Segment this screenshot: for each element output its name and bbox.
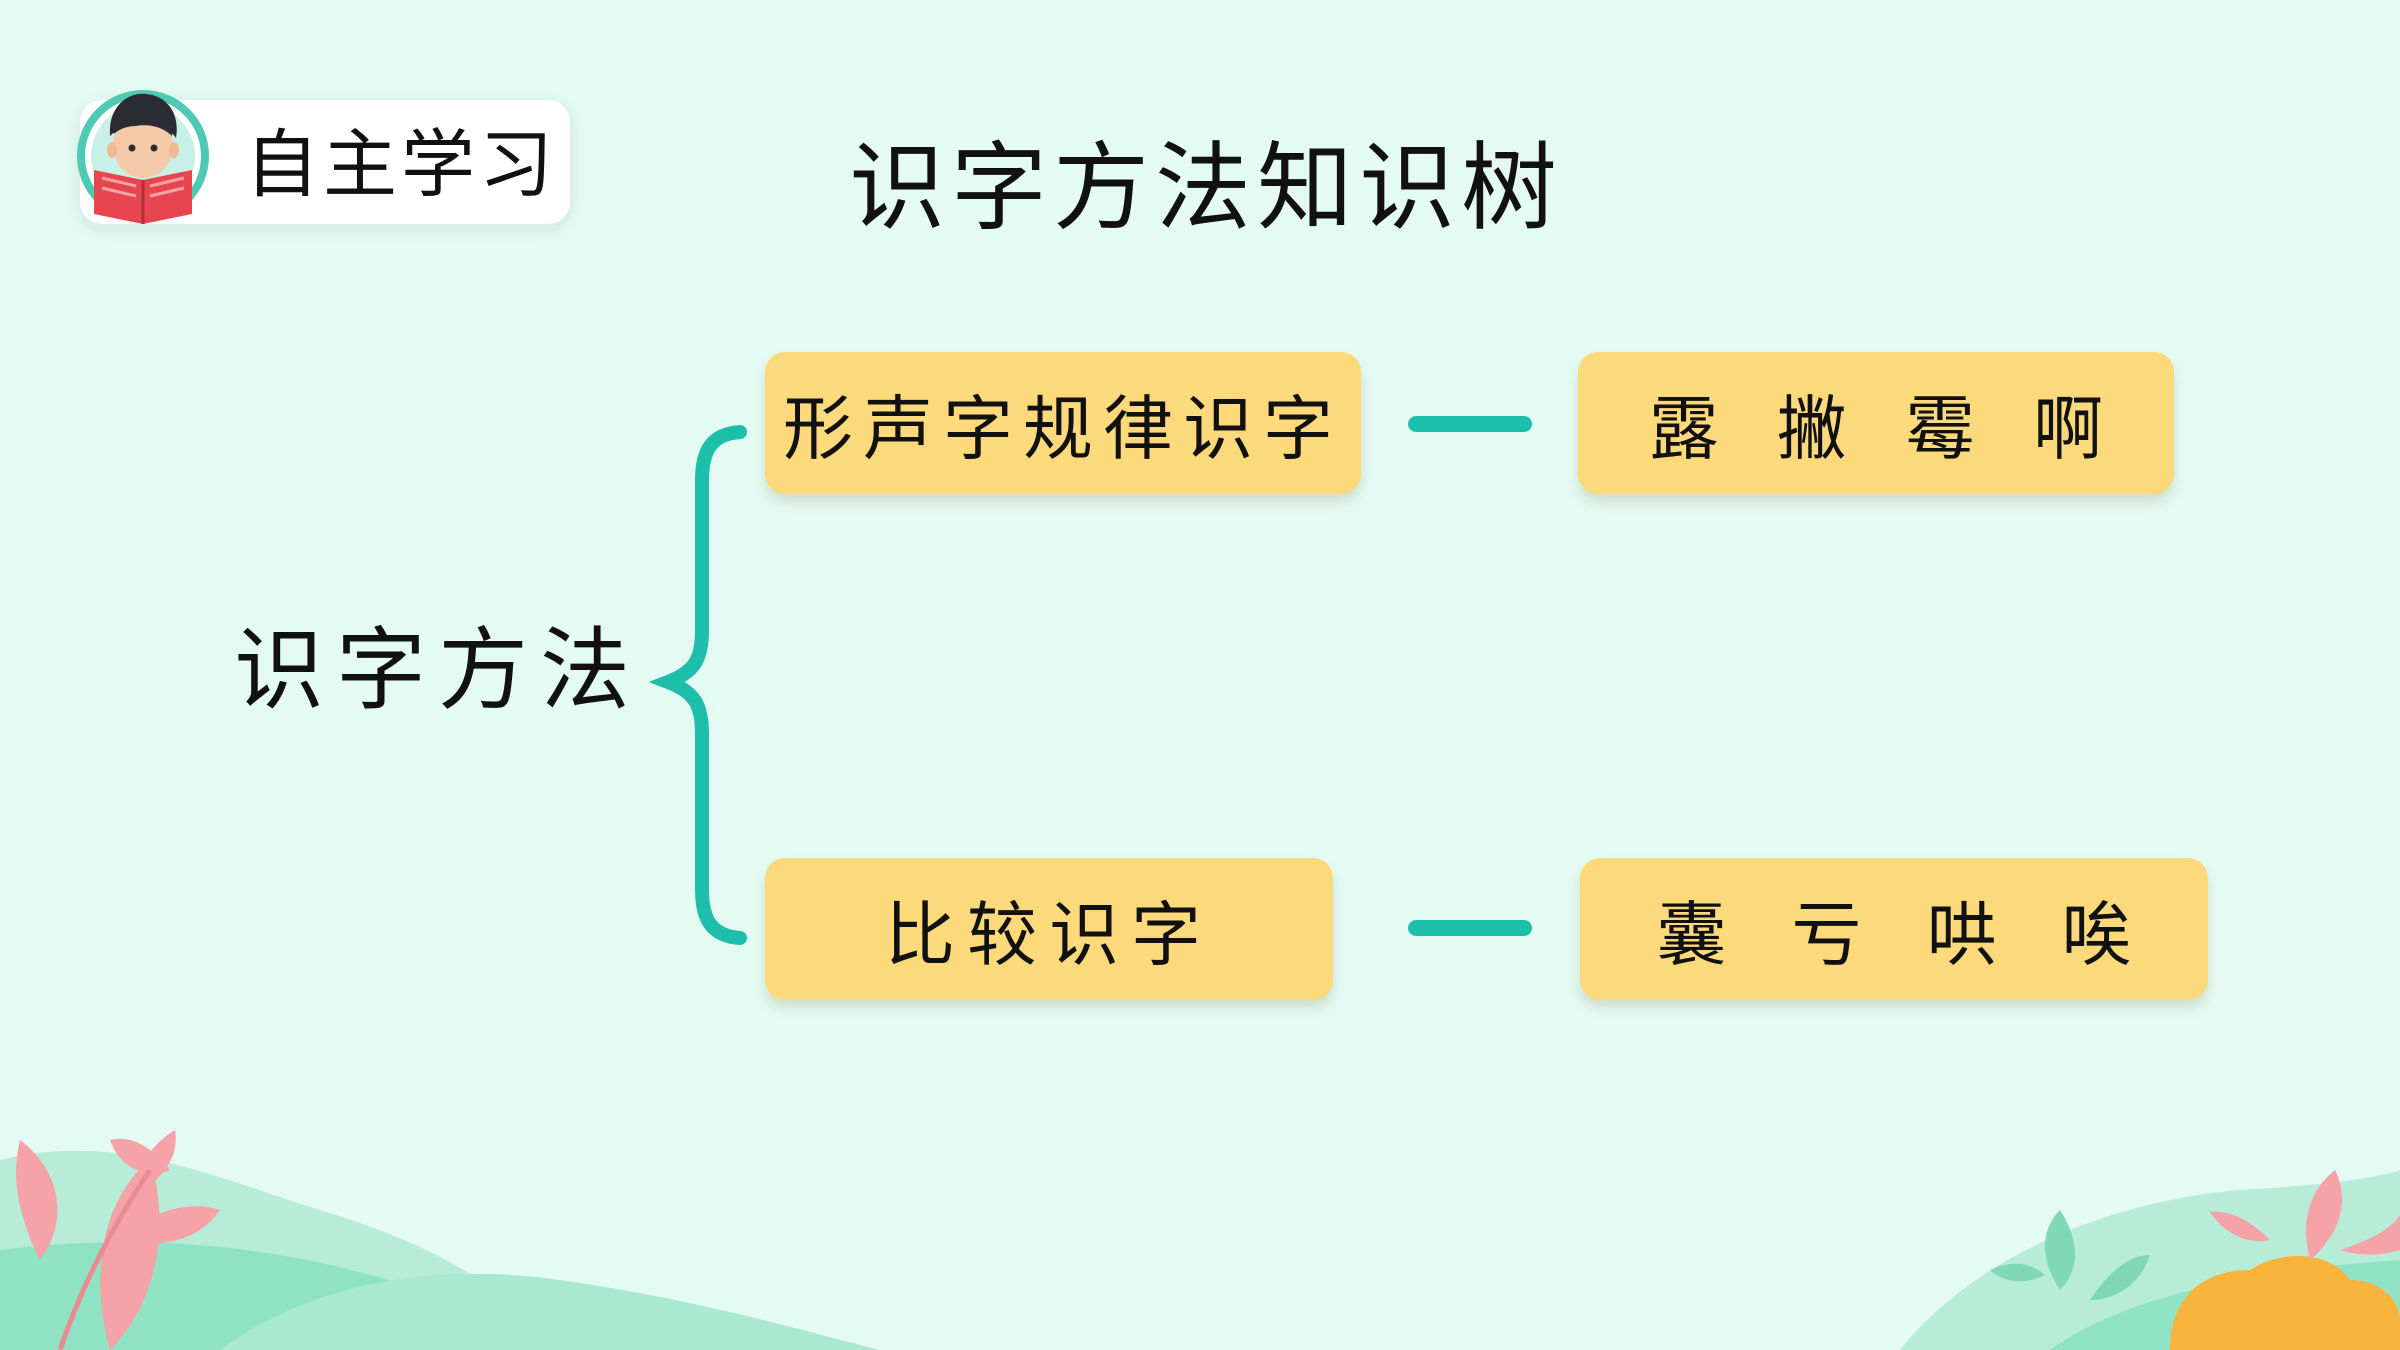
example-chars-box: 露 撇 霉 啊 — [1578, 352, 2174, 494]
example-char: 唉 — [2061, 893, 2132, 976]
example-char: 哄 — [1926, 893, 1997, 976]
connector-line — [1408, 416, 1532, 432]
method-box-comparison: 比较识字 — [765, 858, 1333, 1000]
method-label: 比较识字 — [885, 893, 1213, 976]
example-chars-box: 囊 亏 哄 唉 — [1580, 858, 2208, 1000]
page-title: 识字方法知识树 — [849, 132, 1563, 244]
example-char: 亏 — [1791, 893, 1862, 976]
method-box-phonetic: 形声字规律识字 — [765, 352, 1361, 494]
method-label: 形声字规律识字 — [783, 387, 1343, 470]
example-char: 霉 — [1905, 387, 1976, 470]
example-char: 露 — [1648, 387, 1719, 470]
section-badge-label: 自主学习 — [245, 122, 557, 208]
example-char: 啊 — [2033, 387, 2104, 470]
example-char: 囊 — [1656, 893, 1727, 976]
reading-boy-icon — [77, 90, 209, 224]
tree-brace — [650, 425, 747, 945]
tree-root-label: 识字方法 — [234, 618, 642, 723]
connector-line — [1408, 920, 1532, 936]
example-char: 撇 — [1776, 387, 1847, 470]
